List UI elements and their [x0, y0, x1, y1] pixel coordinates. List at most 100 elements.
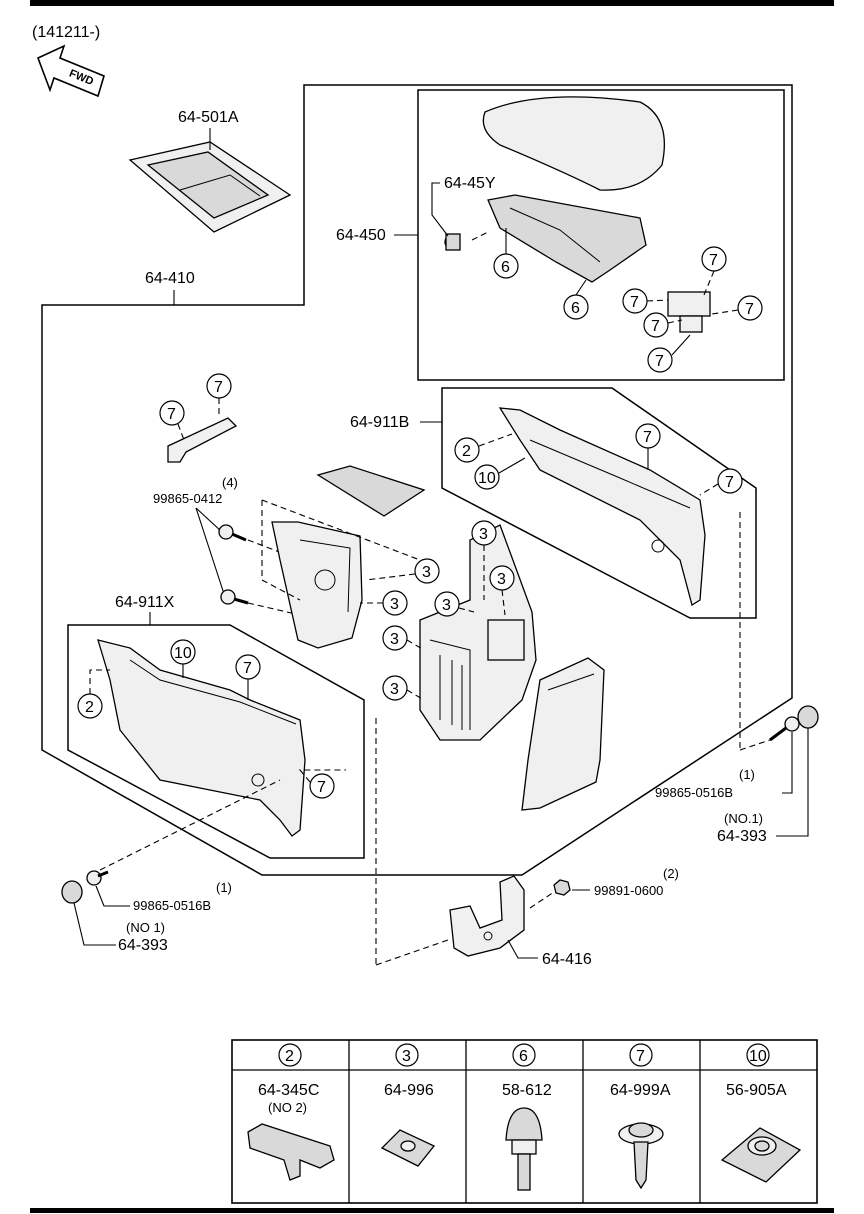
- callout-2-a: 2: [454, 437, 480, 463]
- callout-7-c: 7: [737, 295, 763, 321]
- cap-64-393-left-icon: [61, 880, 83, 904]
- svg-text:3: 3: [442, 597, 451, 614]
- callout-3-d: 3: [382, 590, 408, 616]
- callout-6-a: 6: [493, 253, 519, 279]
- callout-10-b: 10: [170, 639, 196, 665]
- callout-6-b: 6: [563, 294, 589, 320]
- nut-icon: [380, 1129, 436, 1167]
- svg-text:6: 6: [519, 1048, 528, 1065]
- label-99865-0516B-right: 99865-0516B: [655, 785, 733, 800]
- svg-text:3: 3: [390, 631, 399, 648]
- part-small-bracket: [167, 417, 238, 463]
- callout-7-d: 7: [643, 312, 669, 338]
- part-front-bracket: [271, 521, 363, 649]
- svg-text:7: 7: [167, 406, 176, 423]
- svg-text:3: 3: [422, 564, 431, 581]
- clip-64-45Y-icon: [444, 233, 461, 251]
- svg-text:7: 7: [643, 429, 652, 446]
- label-64-393-left: 64-393: [118, 937, 168, 954]
- svg-text:2: 2: [285, 1048, 294, 1065]
- cap-64-393-right-icon: [797, 705, 819, 729]
- callout-7-a: 7: [701, 246, 727, 272]
- part-rear-cover: [521, 657, 605, 811]
- fwd-arrow-icon: FWD: [36, 44, 105, 98]
- label-64-501A: 64-501A: [178, 109, 239, 126]
- subassembly-box-64-911B: [441, 387, 757, 619]
- label-99865-0412: 99865-0412: [153, 491, 222, 506]
- svg-text:7: 7: [317, 779, 326, 796]
- pin-icon: [505, 1107, 543, 1191]
- svg-text:7: 7: [655, 353, 664, 370]
- nut-99891-0600-icon: [553, 879, 571, 896]
- svg-text:3: 3: [390, 681, 399, 698]
- part-64-911B-panel: [498, 407, 706, 607]
- callout-3-b: 3: [414, 558, 440, 584]
- svg-text:3: 3: [390, 596, 399, 613]
- callout-3-e: 3: [434, 591, 460, 617]
- svg-text:10: 10: [478, 470, 496, 487]
- subassembly-box-64-911X: [67, 624, 365, 859]
- legend-part-58-612: 58-612: [502, 1082, 552, 1099]
- legend-key-2: 2: [278, 1043, 302, 1067]
- svg-text:3: 3: [497, 571, 506, 588]
- bottom-rule: [30, 1208, 834, 1213]
- svg-text:7: 7: [243, 660, 252, 677]
- svg-text:7: 7: [214, 379, 223, 396]
- svg-text:7: 7: [630, 294, 639, 311]
- svg-text:7: 7: [725, 474, 734, 491]
- legend-key-7: 7: [629, 1043, 653, 1067]
- legend-key-6: 6: [512, 1043, 536, 1067]
- screw-icon: [618, 1122, 664, 1190]
- svg-text:3: 3: [402, 1048, 411, 1065]
- label-qty1-right: (1): [739, 767, 755, 782]
- svg-text:6: 6: [571, 300, 580, 317]
- label-qty1-left: (1): [216, 880, 232, 895]
- legend-part-64-996: 64-996: [384, 1082, 434, 1099]
- callout-3-a: 3: [471, 520, 497, 546]
- label-qty4: (4): [222, 475, 238, 490]
- part-64-501A-tray: [128, 141, 292, 233]
- svg-text:7: 7: [745, 301, 754, 318]
- svg-text:10: 10: [749, 1048, 767, 1065]
- callout-7-h: 7: [635, 423, 661, 449]
- callout-3-g: 3: [382, 675, 408, 701]
- label-64-416: 64-416: [542, 951, 592, 968]
- legend-part-64-999A: 64-999A: [610, 1082, 671, 1099]
- callout-3-f: 3: [382, 625, 408, 651]
- legend-key-3: 3: [395, 1043, 419, 1067]
- legend-key-10: 10: [746, 1043, 770, 1067]
- svg-text:10: 10: [174, 645, 192, 662]
- callout-7-b: 7: [622, 288, 648, 314]
- bolt-99865-0412-a-icon: [218, 524, 247, 542]
- bolt-99865-0516B-right-icon: [769, 716, 800, 742]
- label-64-911X: 64-911X: [115, 594, 175, 611]
- callout-7-f: 7: [206, 373, 232, 399]
- callout-10-a: 10: [474, 464, 500, 490]
- clip-icon: [247, 1123, 335, 1181]
- assembly-outline-64-410: [41, 84, 793, 876]
- label-64-45Y: 64-45Y: [444, 175, 496, 192]
- part-center-frame: [419, 524, 537, 741]
- legend-table: 2 64-345C (NO 2) 3 64-996 6 58-612 7 64-…: [231, 1039, 818, 1204]
- svg-text:7: 7: [709, 252, 718, 269]
- top-rule: [30, 0, 834, 6]
- svg-text:7: 7: [636, 1048, 645, 1065]
- svg-text:6: 6: [501, 259, 510, 276]
- svg-text:2: 2: [85, 699, 94, 716]
- legend-note-no2: (NO 2): [268, 1100, 307, 1115]
- callout-7-j: 7: [235, 654, 261, 680]
- legend-part-64-345C: 64-345C: [258, 1082, 319, 1099]
- part-64-911X-panel: [97, 639, 306, 837]
- part-64-416-bracket: [449, 875, 525, 957]
- svg-text:3: 3: [479, 526, 488, 543]
- callout-7-k: 7: [309, 773, 335, 799]
- part-cover-plate: [316, 465, 426, 517]
- label-64-911B: 64-911B: [350, 414, 409, 431]
- label-no1-left: (NO 1): [126, 920, 165, 935]
- label-64-393-right: 64-393: [717, 828, 767, 845]
- date-code: (141211-): [32, 24, 100, 41]
- label-64-450: 64-450: [336, 227, 386, 244]
- label-qty2: (2): [663, 866, 679, 881]
- callout-7-e: 7: [647, 347, 673, 373]
